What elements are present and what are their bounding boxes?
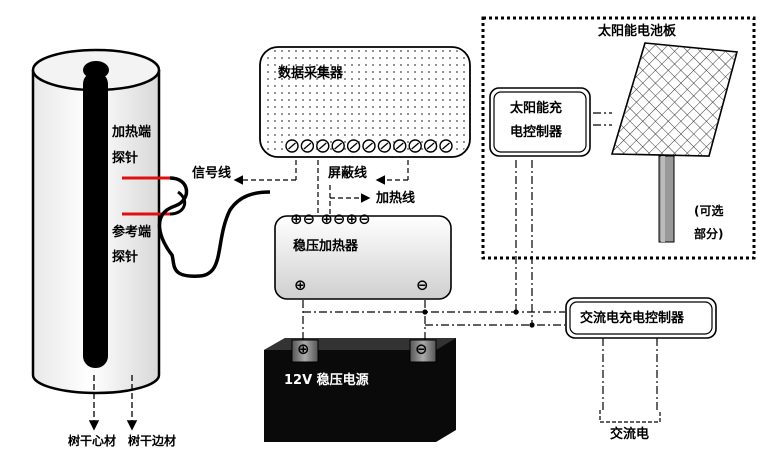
logger-terminal-block [285,139,453,153]
reference-probe-label-line1: 参考端 [112,225,152,240]
heartwood-label: 树干心材 [68,434,117,448]
heater-terminal-row: ⊕⊖ ⊕⊖⊕⊖ [290,210,371,228]
optional-label-line2: 部分) [694,227,724,241]
signal-line-label: 信号线 [192,166,232,181]
reference-probe-label-line2: 探针 [112,250,139,265]
optional-solar-section [481,16,756,260]
data-logger [259,46,471,158]
heater-title: 稳压加热器 [293,239,359,254]
solar-panel-label: 太阳能电池板 [598,24,677,39]
ac-source-label: 交流电 [610,427,650,442]
sapwood-label: 树干边材 [128,434,177,448]
regulated-heater [274,215,452,300]
optional-label-line1: (可选 [694,204,724,218]
battery-minus-terminal: ⊖ [415,340,428,358]
heater-plus-terminal: ⊕ [294,276,307,294]
heating-line-label: 加热线 [376,191,416,206]
shield-line-label: 屏蔽线 [328,166,368,181]
solar-controller-label-line2: 电控制器 [510,125,563,140]
heating-probe-label-line1: 加热端 [112,125,152,140]
power-wiring [302,112,658,410]
ac-charge-controller [565,297,717,339]
data-logger-title: 数据采集器 [278,66,344,81]
ac-controller-label: 交流电充电控制器 [580,311,685,326]
battery-plus-terminal: ⊕ [297,340,310,358]
solar-charge-controller [489,87,591,157]
solar-panel [610,42,739,243]
battery-title: 12V 稳压电源 [284,373,369,388]
tree-trunk [31,48,170,431]
solar-controller-label-line1: 太阳能充 [510,101,563,116]
heating-probe-label-line2: 探针 [112,151,139,166]
heater-minus-terminal: ⊖ [416,276,429,294]
battery-12v [264,338,456,442]
sensor-cable [157,176,271,278]
